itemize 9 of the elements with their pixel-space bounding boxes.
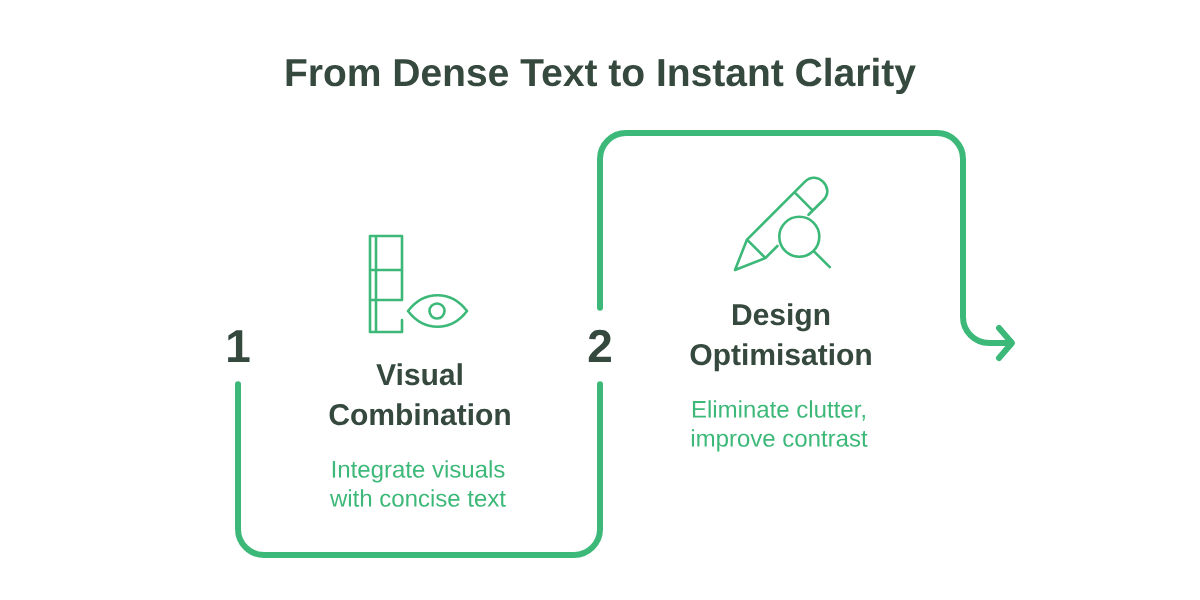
step-description: Integrate visuals with concise text <box>329 460 506 507</box>
step-description: Eliminate clutter, improve contrast <box>691 400 868 452</box>
title: From Dense Text to Instant Clarity <box>286 57 916 95</box>
connector-line <box>235 381 603 558</box>
step-number: 1 <box>228 330 250 362</box>
step-number: 2 <box>588 329 611 362</box>
step-heading: Design Optimisation <box>690 303 871 372</box>
arrow <box>597 130 1015 361</box>
step-heading: Visual Combination <box>329 363 510 426</box>
